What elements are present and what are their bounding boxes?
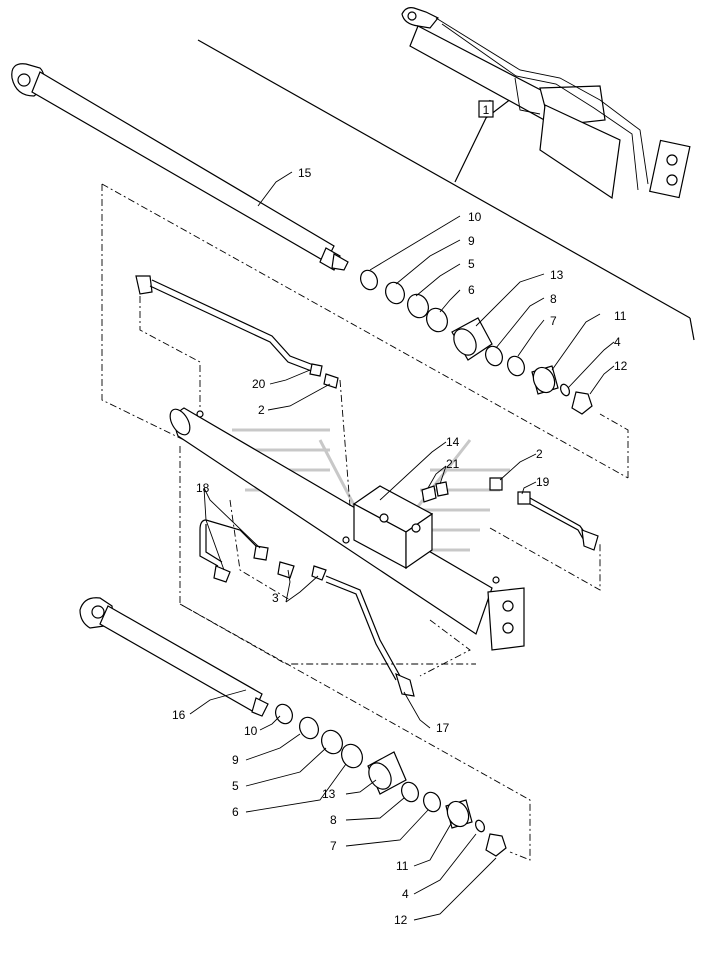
callout-13-lower: 13 <box>322 787 336 801</box>
callout-7-lower: 7 <box>330 839 337 853</box>
callout-5-upper: 5 <box>468 257 475 271</box>
callout-11-lower: 11 <box>396 859 409 873</box>
callout-18: 18 <box>196 481 210 495</box>
callout-12-lower: 12 <box>394 913 408 927</box>
callout-2-upper: 2 <box>258 403 265 417</box>
lower-seal-kit <box>275 703 507 857</box>
assembly-lines <box>101 183 629 861</box>
callout-5-lower: 5 <box>232 779 239 793</box>
callout-20: 20 <box>252 377 266 391</box>
assembled-cylinder-inset: 1 <box>197 7 695 341</box>
callout-16: 16 <box>172 708 186 722</box>
callout-12-upper: 12 <box>614 359 628 373</box>
callout-11-upper: 11 <box>614 309 627 323</box>
upper-seal-kit <box>360 269 593 415</box>
callout-10-lower: 10 <box>244 724 258 738</box>
callout-8-upper: 8 <box>550 292 557 306</box>
callout-6-lower: 6 <box>232 805 239 819</box>
inset-reference-box <box>478 100 494 118</box>
callout-2-right: 2 <box>536 447 543 461</box>
callout-4-lower: 4 <box>402 887 409 901</box>
callout-15: 15 <box>298 166 312 180</box>
fittings-and-lines <box>199 477 599 697</box>
callout-3: 3 <box>272 591 279 605</box>
callout-8-lower: 8 <box>330 813 337 827</box>
callout-9-lower: 9 <box>232 753 239 767</box>
piston-rod-upper <box>11 63 349 271</box>
callout-6-upper: 6 <box>468 283 475 297</box>
callout-10-upper: 10 <box>468 210 482 224</box>
cylinder-barrel <box>169 407 525 651</box>
callout-14: 14 <box>446 435 460 449</box>
callout-labels: 15 10 9 5 6 13 8 7 11 4 12 20 2 14 21 2 … <box>172 166 628 927</box>
callout-7-upper: 7 <box>550 314 557 328</box>
callout-19: 19 <box>536 475 550 489</box>
callout-4-upper: 4 <box>614 335 621 349</box>
piston-rod-lower <box>79 597 269 717</box>
callout-13-upper: 13 <box>550 268 564 282</box>
callout-17: 17 <box>436 721 450 735</box>
inset-reference-label: 1 <box>483 103 490 117</box>
hydraulic-line-20 <box>135 275 339 389</box>
callout-21: 21 <box>446 457 460 471</box>
callout-9-upper: 9 <box>468 234 475 248</box>
leader-lines <box>189 171 615 921</box>
